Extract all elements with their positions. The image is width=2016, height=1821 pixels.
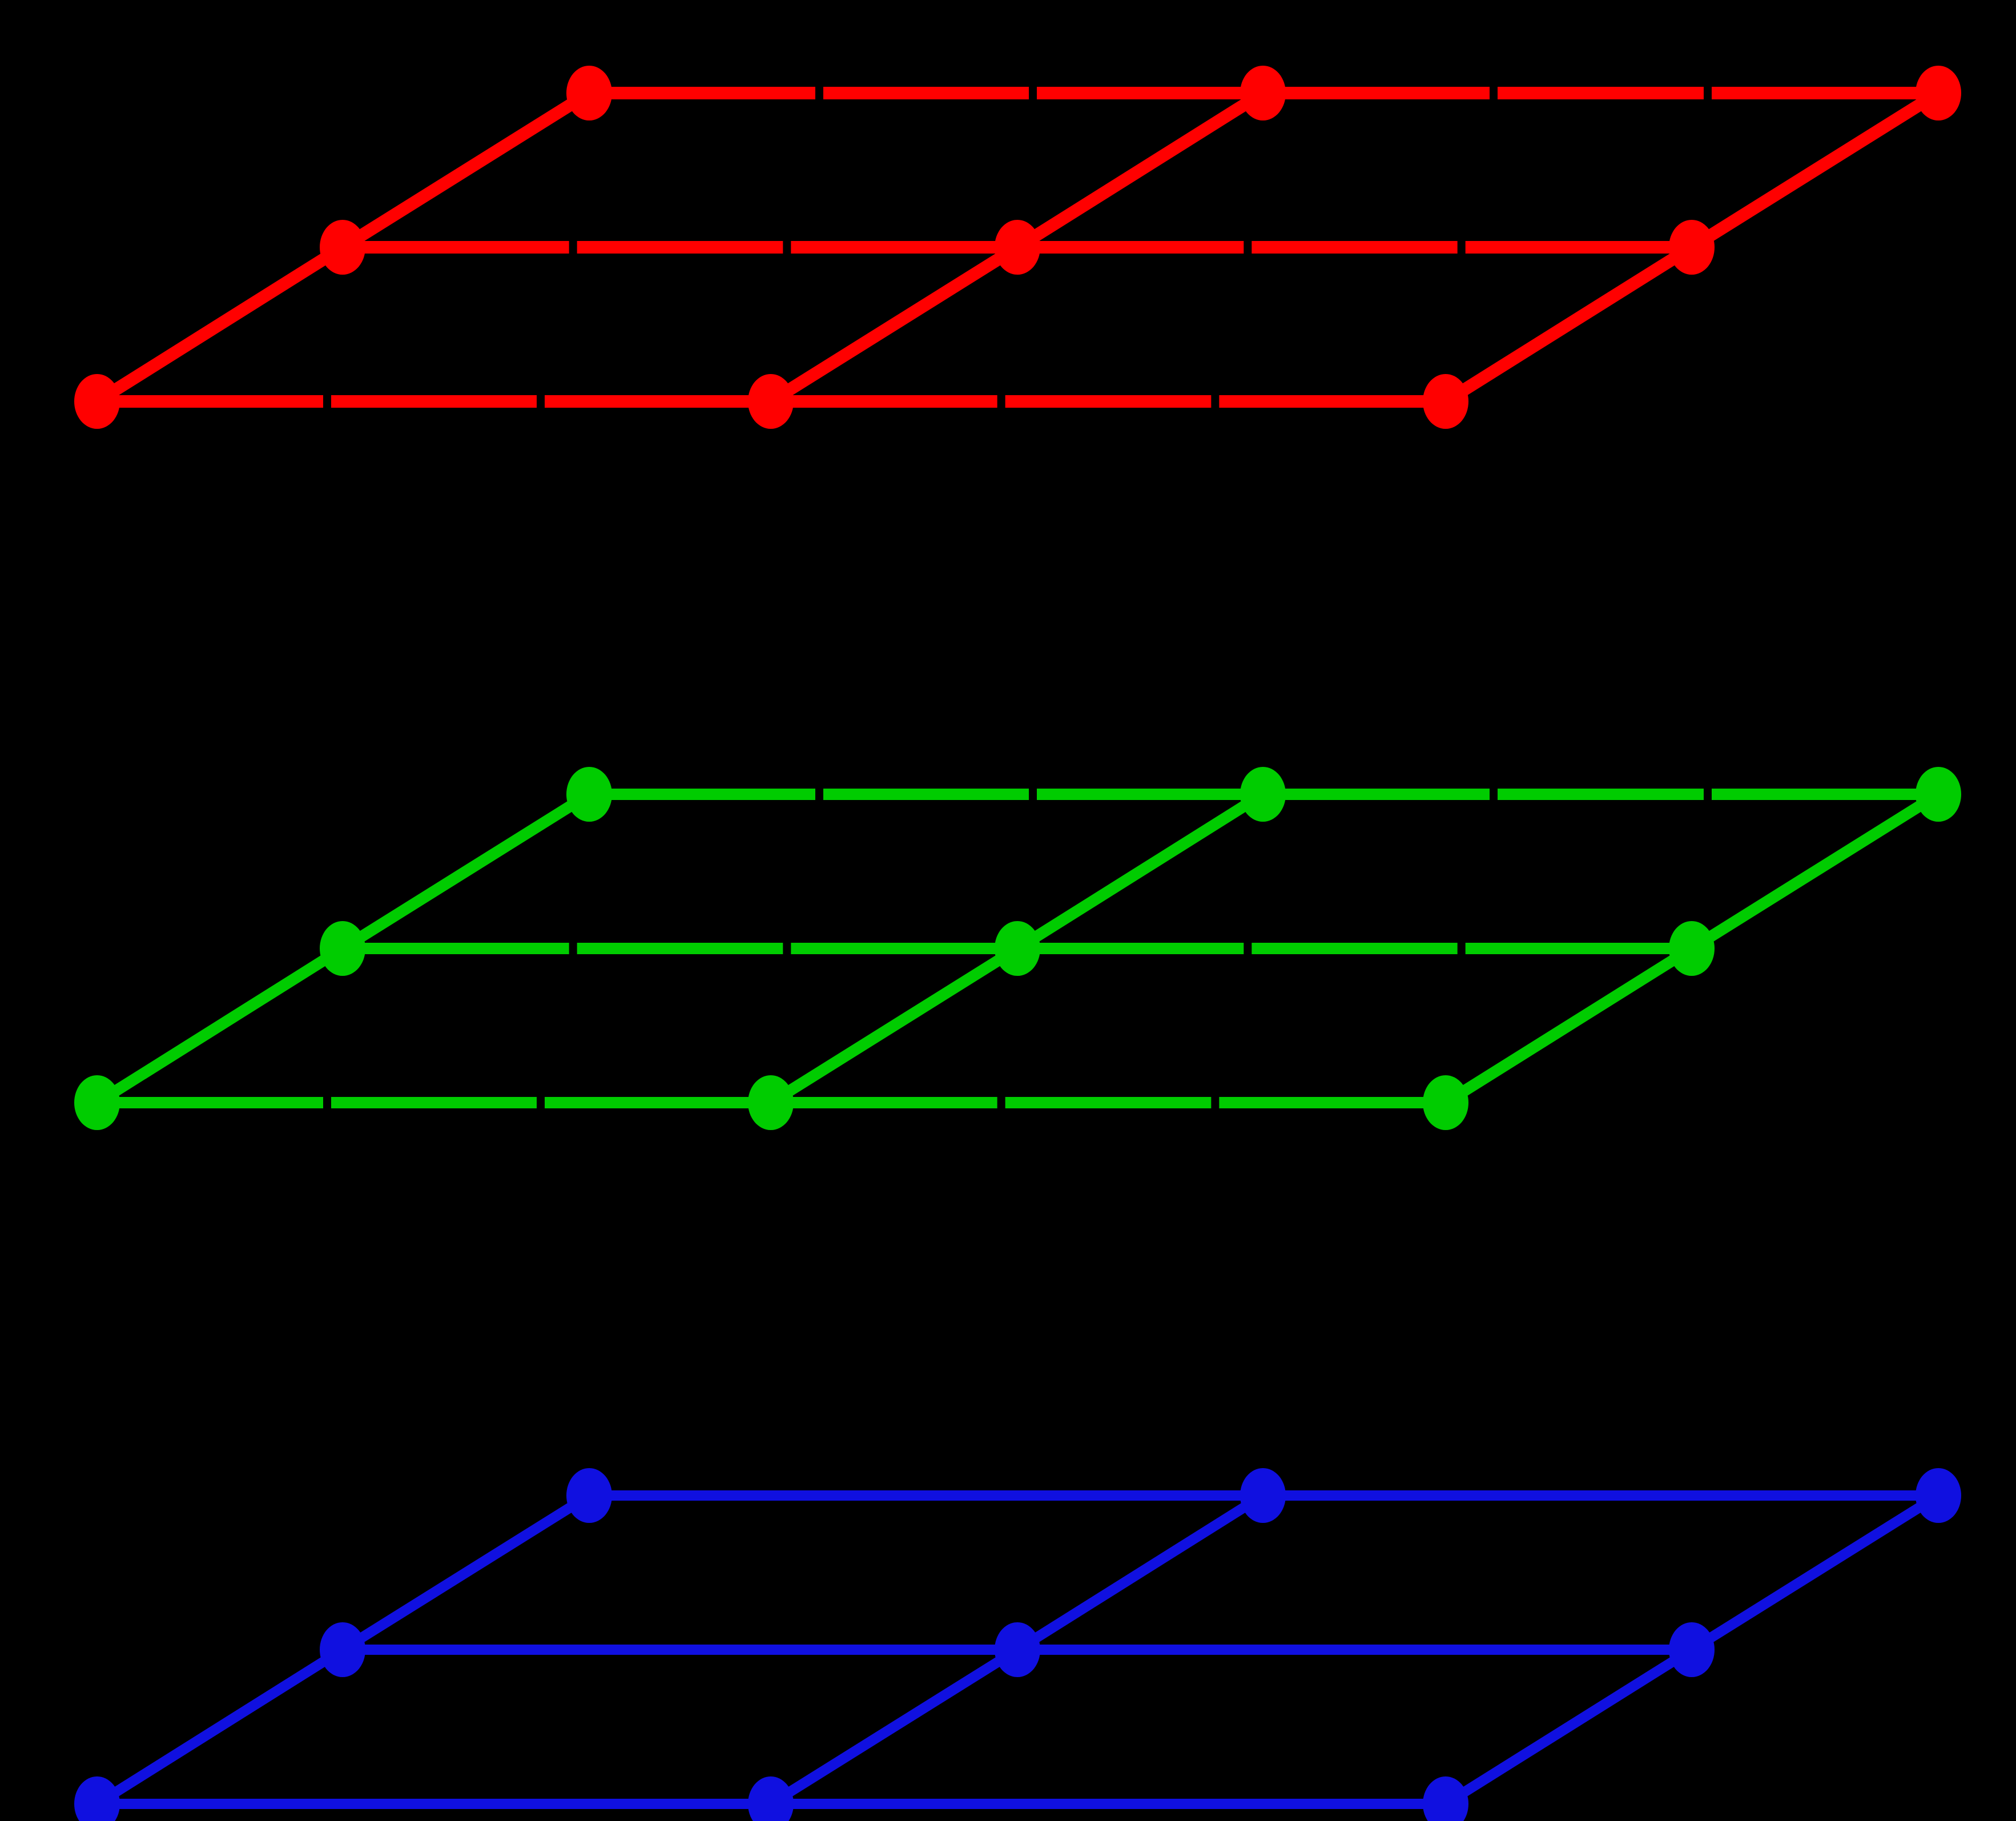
lattice-node xyxy=(748,1075,794,1130)
lattice-node xyxy=(1916,767,1961,822)
lattice-group-green xyxy=(74,767,1961,1130)
lattice-node xyxy=(1423,374,1468,429)
lattice-edge-diagonal xyxy=(785,1656,1003,1798)
lattice-edge-diagonal xyxy=(785,954,1003,1097)
lattice-node xyxy=(566,1468,612,1523)
lattice-node xyxy=(1669,1622,1715,1677)
lattice-node xyxy=(320,921,365,976)
lattice-node xyxy=(1240,66,1286,120)
lattice-node xyxy=(320,220,365,275)
lattice-node xyxy=(1669,220,1715,275)
lattice-node xyxy=(74,1776,120,1821)
lattice-node xyxy=(1240,767,1286,822)
lattice-node xyxy=(1423,1075,1468,1130)
lattice-edge-diagonal xyxy=(1031,98,1249,242)
lattice-edge-diagonal xyxy=(784,252,1004,396)
lattice-edge-diagonal xyxy=(1460,1656,1677,1798)
lattice-node xyxy=(74,1075,120,1130)
lattice-edge-diagonal xyxy=(1459,252,1678,396)
lattice-edge-diagonal xyxy=(1032,800,1249,943)
lattice-node xyxy=(320,1622,365,1677)
lattice-edge-diagonal xyxy=(1706,1502,1924,1643)
lattice-group-blue xyxy=(74,1468,1961,1821)
lattice-edge-diagonal xyxy=(1706,800,1924,943)
lattice-node xyxy=(566,66,612,120)
lattice-edge-diagonal xyxy=(111,1656,328,1798)
lattice-node xyxy=(566,767,612,822)
lattice-node xyxy=(1240,1468,1286,1523)
lattice-group-red xyxy=(74,66,1961,429)
lattice-edge-diagonal xyxy=(356,98,576,242)
lattice-edge-diagonal xyxy=(111,252,329,396)
lattice-node xyxy=(74,374,120,429)
lattice-edge-diagonal xyxy=(1032,1502,1249,1643)
lattice-edge-diagonal xyxy=(111,954,328,1097)
lattice-node xyxy=(1916,66,1961,120)
lattice-node xyxy=(1423,1776,1468,1821)
lattice-node xyxy=(995,1622,1040,1677)
lattice-edge-diagonal xyxy=(357,800,575,943)
lattice-edge-diagonal xyxy=(1705,98,1925,242)
lattice-node xyxy=(748,374,794,429)
lattice-node xyxy=(995,220,1040,275)
lattice-edge-diagonal xyxy=(1460,954,1677,1097)
lattice-node xyxy=(748,1776,794,1821)
lattice-node xyxy=(1669,921,1715,976)
lattice-edge-diagonal xyxy=(357,1502,575,1643)
lattice-node xyxy=(995,921,1040,976)
lattice-node xyxy=(1916,1468,1961,1523)
